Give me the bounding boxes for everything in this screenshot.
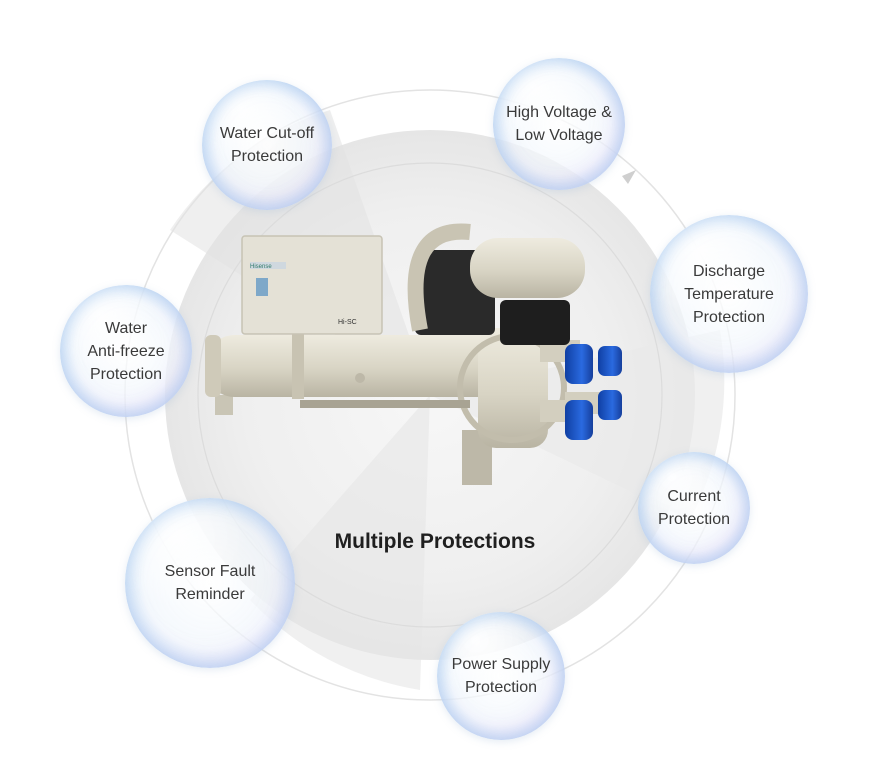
orbit-arrow-icon <box>622 170 636 184</box>
bubble-sensor-fault: Sensor Fault Reminder <box>125 498 295 668</box>
backdrop-wedge <box>250 395 430 690</box>
discharge-temp-label: Discharge Temperature Protection <box>684 262 774 326</box>
cabinet-model: Hi-SC <box>338 319 357 326</box>
pipe-cap <box>565 344 593 384</box>
diagram-title: Multiple Protections <box>334 530 536 553</box>
bubble-water-cutoff: Water Cut-off Protection <box>202 80 332 210</box>
orbit-ring-inner <box>197 162 663 628</box>
bubble-current: Current Protection <box>638 452 750 564</box>
pipe-cap <box>598 346 622 376</box>
cabinet-logo: Hisense <box>250 264 272 270</box>
high-low-voltage-label: High Voltage & Low Voltage <box>506 104 612 144</box>
water-cutoff-label: Water Cut-off Protection <box>219 125 315 165</box>
current-label: Current Protection <box>657 488 731 528</box>
water-antifreeze-label: Water Anti-freeze Protection <box>87 319 165 383</box>
power-supply-label: Power Supply Protection <box>451 656 551 696</box>
bubble-discharge-temp: Discharge Temperature Protection <box>650 215 808 373</box>
pipe-cap <box>565 400 593 440</box>
sensor-fault-label: Sensor Fault Reminder <box>164 563 256 603</box>
bubble-water-antifreeze: Water Anti-freeze Protection <box>60 285 192 417</box>
bubble-power-supply: Power Supply Protection <box>437 612 565 740</box>
chiller-machine: Hisense Hi-SC <box>205 223 622 485</box>
pipe-cap <box>598 390 622 420</box>
bubble-high-low-voltage: High Voltage & Low Voltage <box>493 58 625 190</box>
